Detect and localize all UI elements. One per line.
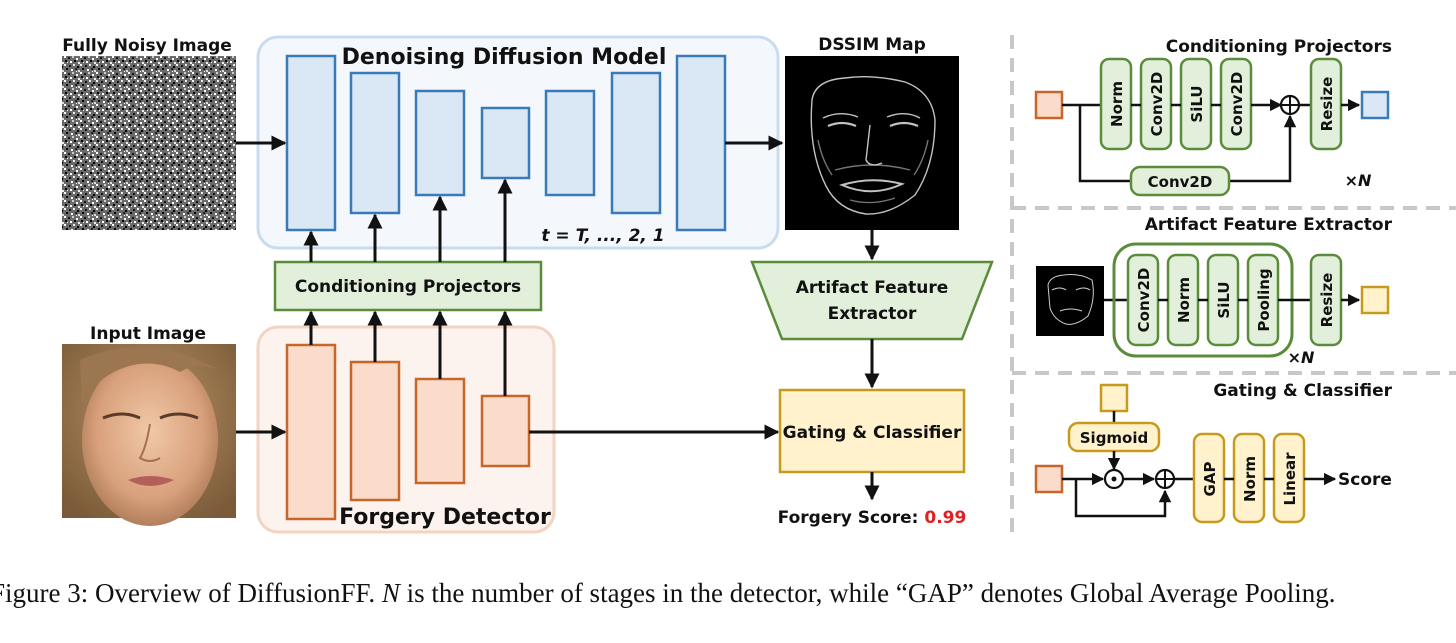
gating-classifier-box (778, 388, 966, 474)
afe-block-2-label: Norm (1175, 277, 1193, 323)
diffusion-block-5 (544, 89, 596, 197)
detector-block-1 (285, 343, 337, 521)
afe-blocks: Conv2D Norm SiLU Pooling (1126, 253, 1280, 347)
cp-skip-label: Conv2D (1148, 173, 1213, 191)
cp-resize-label: Resize (1318, 77, 1336, 132)
gc-skip-path (1074, 479, 1172, 518)
afe-output-square (1360, 285, 1390, 315)
gc-block-3-label: Linear (1281, 452, 1299, 506)
cp-block-1-label: Norm (1108, 81, 1126, 127)
diffusion-block-6 (610, 71, 662, 215)
afe-block-1-label: Conv2D (1135, 268, 1153, 333)
cp-block-2-label: Conv2D (1148, 72, 1166, 137)
cp-skip-path (1078, 105, 1290, 183)
dssim-face-pattern (810, 75, 936, 215)
cp-block-3-label: SiLU (1188, 85, 1206, 122)
diffusion-block-4 (480, 106, 531, 180)
timestep-label: t = T, ..., 2, 1 (541, 226, 664, 246)
cp-input-square (1034, 90, 1064, 120)
cp-panel-title: Conditioning Projectors (1166, 37, 1392, 57)
conditioning-projectors-box (273, 260, 543, 312)
diffusion-block-7 (675, 54, 727, 232)
gc-block-1-label: GAP (1201, 462, 1219, 497)
detector-block-4 (480, 394, 531, 468)
afe-block-3-label: SiLU (1215, 281, 1233, 318)
afe-repeat-label: ×N (1288, 348, 1315, 367)
gc-panel-title: Gating & Classifier (1213, 381, 1392, 401)
forgery-score-readout: Forgery Score: 0.99 (778, 508, 967, 528)
diffusion-block-2 (349, 71, 401, 215)
diffusion-model-label: Denoising Diffusion Model (342, 45, 667, 70)
caption-suffix: is the number of stages in the detector,… (399, 578, 1336, 608)
artifact-extractor-label-2: Extractor (828, 304, 917, 324)
diffusion-block-3 (414, 89, 466, 197)
conditioning-projectors-label: Conditioning Projectors (295, 277, 521, 297)
detector-block-2 (349, 360, 401, 502)
afe-resize-label: Resize (1318, 273, 1336, 328)
cp-repeat-label: ×N (1345, 171, 1372, 190)
dssim-map-image (785, 56, 959, 230)
artifact-extractor-box (750, 260, 994, 341)
cp-skip-block (1129, 165, 1231, 197)
forgery-score-label: Forgery Score: (778, 508, 925, 528)
input-image (62, 344, 236, 526)
gc-blocks: GAP Norm Linear (1192, 432, 1306, 524)
afe-block-4-label: Pooling (1255, 268, 1273, 331)
cp-output-square (1360, 90, 1390, 120)
cp-blocks: Norm Conv2D SiLU Conv2D (1099, 57, 1262, 151)
afe-face-pattern (1047, 274, 1094, 325)
gc-block-2-label: Norm (1241, 456, 1259, 502)
detector-block-3 (414, 377, 466, 485)
cp-sum-icon (1279, 94, 1301, 116)
noisy-image-label: Fully Noisy Image (62, 36, 232, 56)
input-image-label: Input Image (90, 324, 206, 344)
afe-panel-title: Artifact Feature Extractor (1145, 215, 1393, 235)
gating-classifier-label: Gating & Classifier (783, 423, 962, 443)
gc-output-label: Score (1338, 470, 1392, 490)
figure-caption: Figure 3: Overview of DiffusionFF. N is … (0, 578, 1456, 618)
artifact-extractor-label-1: Artifact Feature (796, 278, 949, 298)
gc-feature-square (1099, 383, 1129, 413)
afe-input-image (1036, 266, 1104, 336)
caption-prefix: Figure 3: Overview of DiffusionFF. (0, 578, 382, 608)
noisy-image (62, 56, 236, 230)
diffusion-block-1 (285, 54, 337, 232)
gc-multiply-icon (1103, 468, 1125, 490)
gc-sigmoid-label: Sigmoid (1080, 429, 1149, 447)
dssim-map-label: DSSIM Map (818, 35, 926, 55)
forgery-detector-label: Forgery Detector (339, 505, 551, 530)
caption-symbol: N (381, 578, 400, 608)
forgery-score-value: 0.99 (924, 508, 966, 528)
gc-input-square (1034, 464, 1064, 494)
cp-block-4-label: Conv2D (1228, 72, 1246, 137)
gc-sum-icon (1154, 468, 1176, 490)
